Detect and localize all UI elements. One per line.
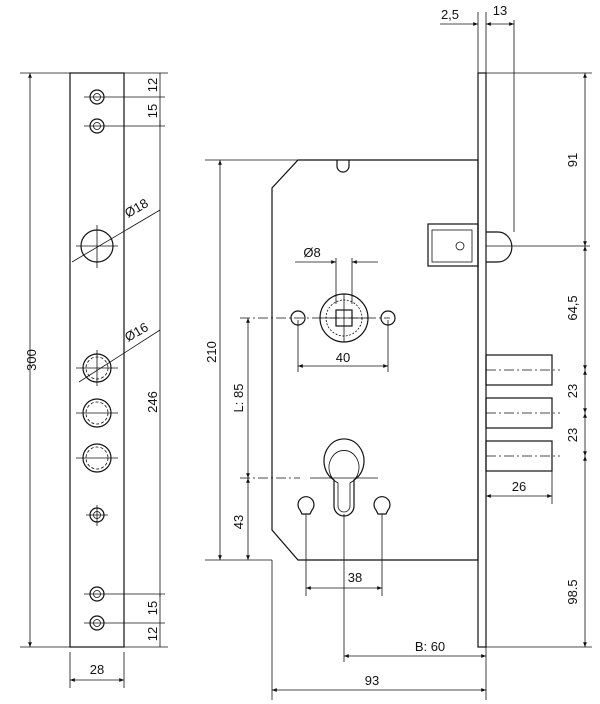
label-38: 38 xyxy=(348,570,362,585)
label-210: 210 xyxy=(204,341,219,363)
label-98-5: 98.5 xyxy=(565,579,580,604)
faceplate-outline xyxy=(69,72,125,648)
label-23-b: 23 xyxy=(565,428,580,442)
faceplate-dimensions xyxy=(20,72,168,688)
label-12-top: 12 xyxy=(145,78,160,92)
lock-body xyxy=(240,72,590,648)
label-23-a: 23 xyxy=(565,384,580,398)
label-2-5: 2,5 xyxy=(441,7,459,22)
faceplate xyxy=(69,72,165,648)
body-dimensions xyxy=(205,12,592,700)
label-d8: Ø8 xyxy=(303,245,320,260)
label-40: 40 xyxy=(336,350,350,365)
label-93: 93 xyxy=(365,673,379,688)
label-28: 28 xyxy=(90,662,104,677)
case-notch xyxy=(336,160,350,173)
labels: 300 12 15 Ø18 Ø16 246 15 12 28 2,5 13 21… xyxy=(24,3,580,688)
latch xyxy=(427,223,513,267)
label-26: 26 xyxy=(512,479,526,494)
label-d16: Ø16 xyxy=(122,319,151,344)
label-L85: L: 85 xyxy=(231,384,246,413)
label-12-bottom: 12 xyxy=(145,627,160,641)
label-91: 91 xyxy=(565,153,580,167)
deadbolts xyxy=(485,354,560,472)
label-43: 43 xyxy=(231,515,246,529)
cylinder-cutout xyxy=(297,438,391,517)
label-246: 246 xyxy=(145,391,160,413)
label-15-top: 15 xyxy=(145,104,160,118)
label-300: 300 xyxy=(24,349,39,371)
label-13: 13 xyxy=(493,3,507,18)
label-b60: B: 60 xyxy=(415,639,445,654)
label-15-bottom: 15 xyxy=(145,601,160,615)
front-plate xyxy=(477,72,487,648)
label-64-5: 64,5 xyxy=(565,295,580,320)
label-d18: Ø18 xyxy=(122,195,151,220)
